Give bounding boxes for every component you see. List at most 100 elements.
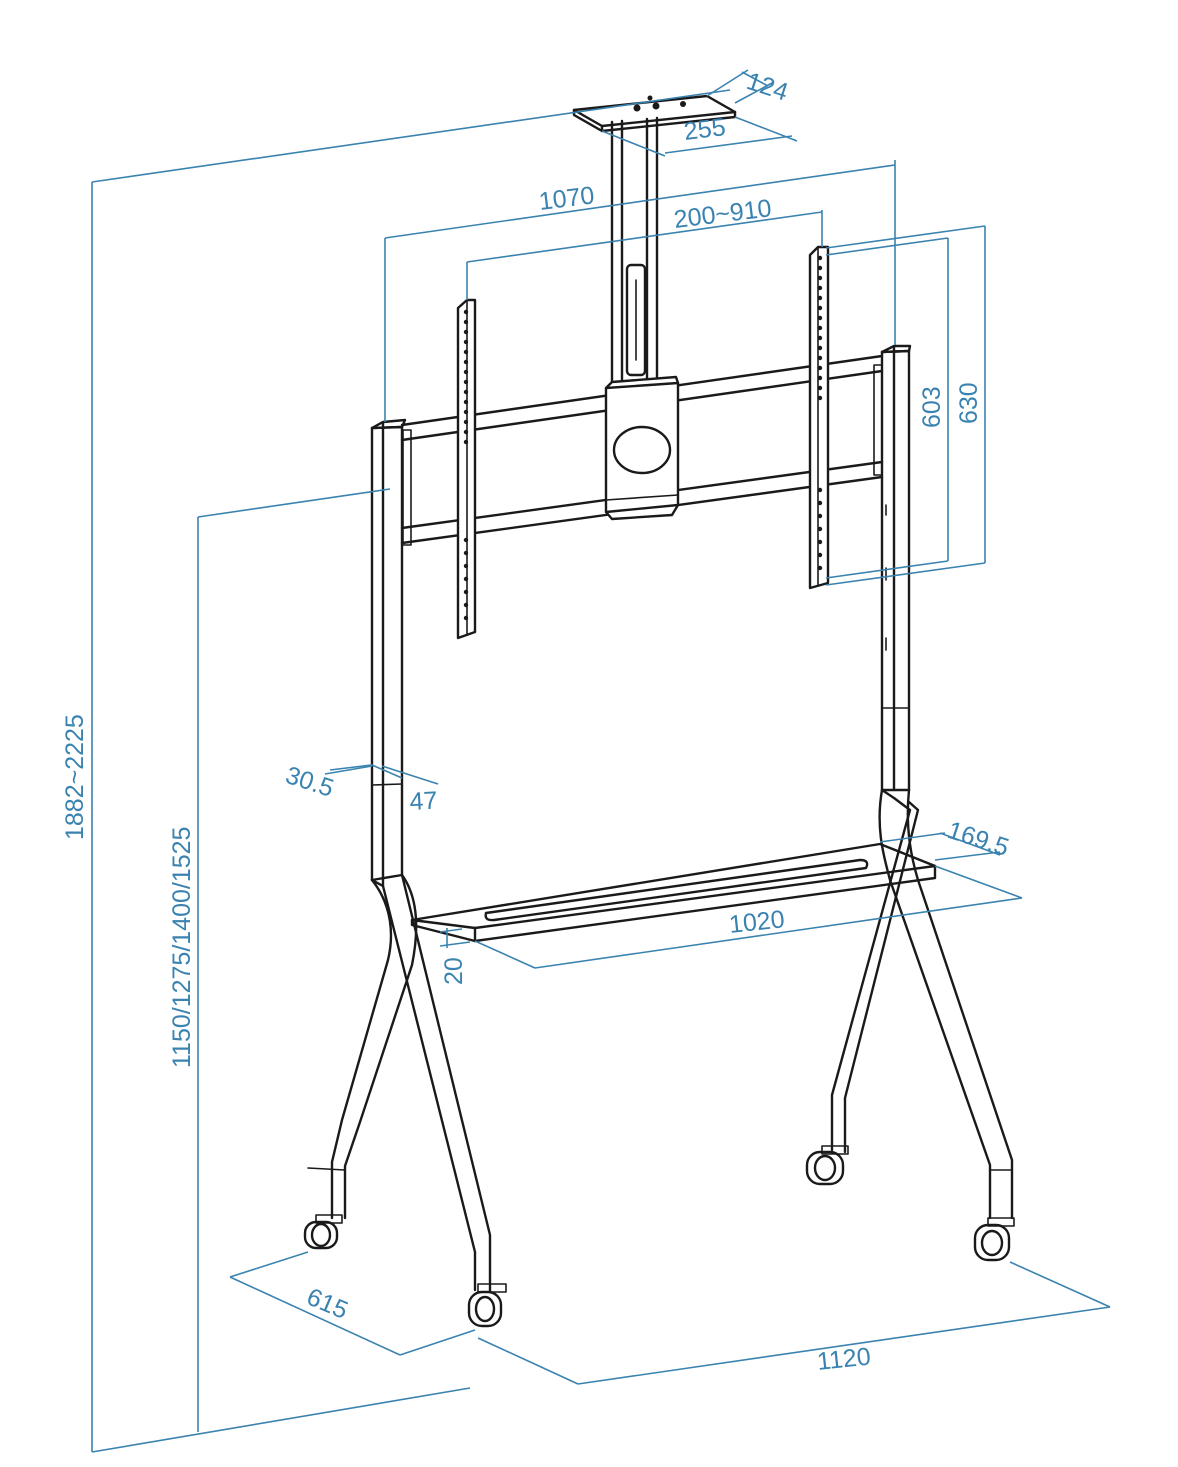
dim-line-base-width <box>577 1306 1111 1385</box>
vesa-hole-icon <box>463 369 469 375</box>
dim-ext-base-w-b <box>1009 1261 1111 1308</box>
caster-back-left-icon <box>805 1145 849 1186</box>
vesa-hole-icon <box>817 395 823 401</box>
dim-ext-shelf-depth-b <box>934 851 1001 861</box>
dim-ext-shelf-depth-a <box>879 832 946 843</box>
vesa-hole-icon <box>817 365 823 371</box>
vesa-hole-icon <box>817 335 823 341</box>
dim-line-vesa-h <box>466 211 823 263</box>
dim-ext-base-w-a <box>477 1337 579 1385</box>
vesa-hole-icon <box>463 550 469 556</box>
label-base-depth: 615 <box>303 1283 352 1325</box>
vesa-hole-icon <box>817 295 823 301</box>
vesa-hole-icon <box>817 255 823 261</box>
vesa-hole-icon <box>463 389 469 395</box>
dim-ext-shelf-t-a <box>439 928 463 933</box>
vesa-hole-icon <box>817 315 823 321</box>
vesa-hole-icon <box>817 375 823 381</box>
vesa-hole-icon <box>817 345 823 351</box>
dim-ext-plate-w-b <box>734 116 798 142</box>
vesa-hole-icon <box>463 602 469 608</box>
vesa-hole-icon <box>817 526 823 532</box>
dim-ext-vesa-bottom-outer <box>825 562 986 586</box>
vesa-hole-icon <box>463 379 469 385</box>
dim-line-upright-depth <box>381 765 439 785</box>
vesa-hole-icon <box>463 339 469 345</box>
vesa-hole-icon <box>463 419 469 425</box>
label-vesa-horizontal: 200~910 <box>672 194 773 234</box>
vesa-hole-icon <box>463 563 469 569</box>
dim-ext-vesa-top-outer <box>825 225 986 249</box>
vesa-hole-icon <box>817 305 823 311</box>
vesa-hole-icon <box>463 329 469 335</box>
dim-ext-shelf-t-b <box>439 941 471 947</box>
dim-ext-vesa-top-inner <box>825 237 949 256</box>
dim-line-plate-depth <box>741 71 769 87</box>
dim-ext-plate-w-a <box>601 130 666 157</box>
vesa-hole-icon <box>817 513 823 519</box>
vesa-hole-icon <box>463 359 469 365</box>
vesa-hole-icon <box>463 409 469 415</box>
left-leg <box>307 873 492 1294</box>
vesa-hole-icon <box>463 349 469 355</box>
left-upright <box>370 418 407 888</box>
caster-front-center-icon <box>467 1283 507 1328</box>
vesa-hole-icon <box>817 500 823 506</box>
vesa-hole-icon <box>817 552 823 558</box>
vesa-hole-icon <box>463 615 469 621</box>
dim-ext-vesa-bottom-inner <box>825 560 949 579</box>
label-shelf-thickness: 20 <box>440 957 468 985</box>
right-vesa-holes-lower <box>817 487 823 571</box>
dim-ext-base-depth-b <box>399 1329 476 1356</box>
dim-line-upright-width <box>329 764 403 779</box>
dim-extension-top <box>91 89 731 183</box>
label-center-height: 1150/1275/1400/1525 <box>168 827 196 1068</box>
vesa-hole-icon <box>817 285 823 291</box>
right-bracket <box>873 364 883 476</box>
label-upright-depth: 47 <box>409 787 438 816</box>
center-clamp <box>604 375 680 521</box>
caster-back-right-icon <box>973 1217 1015 1262</box>
vesa-hole-icon <box>463 319 469 325</box>
label-vesa-vertical-outer: 630 <box>955 382 983 424</box>
vesa-hole-icon <box>463 576 469 582</box>
label-shelf-width: 1020 <box>728 905 786 939</box>
vesa-hole-icon <box>817 385 823 391</box>
dim-ext-upright-a <box>324 765 373 775</box>
shelf <box>410 842 937 943</box>
plate-pole <box>610 116 659 387</box>
dim-ext-shelf-w-a <box>474 940 536 969</box>
vesa-hole-icon <box>817 355 823 361</box>
vesa-hole-icon <box>817 539 823 545</box>
right-vesa-holes <box>817 255 823 401</box>
label-upright-width: 30.5 <box>282 761 337 803</box>
dim-line-plate-width <box>664 135 793 154</box>
vesa-hole-icon <box>817 275 823 281</box>
left-vesa-holes-lower <box>463 537 469 621</box>
vesa-hole-icon <box>817 565 823 571</box>
vesa-hole-icon <box>463 399 469 405</box>
right-vesa-bracket <box>808 245 830 590</box>
dim-extension-center <box>197 488 391 518</box>
dimension-lines <box>91 69 1111 1453</box>
right-leg <box>830 788 1014 1220</box>
stand-frame <box>303 94 1015 1328</box>
vesa-hole-icon <box>463 429 469 435</box>
dim-ext-base-depth-a <box>229 1251 309 1278</box>
vesa-hole-icon <box>463 537 469 543</box>
label-frame-width: 1070 <box>537 181 596 216</box>
dim-line-frame-width <box>384 164 896 239</box>
left-bracket <box>402 429 412 546</box>
label-overall-height: 1882~2225 <box>61 714 89 840</box>
dim-line-base-depth <box>229 1276 401 1356</box>
vesa-hole-icon <box>817 487 823 493</box>
dim-ext-shelf-w-b <box>934 865 1023 899</box>
dim-line-shelf-width <box>534 897 1023 969</box>
label-vesa-vertical-inner: 603 <box>918 386 946 428</box>
dim-ext-plate-depth-a <box>706 69 749 97</box>
left-vesa-holes <box>463 309 469 445</box>
label-top-plate-width: 255 <box>682 113 727 146</box>
vesa-hole-icon <box>817 265 823 271</box>
